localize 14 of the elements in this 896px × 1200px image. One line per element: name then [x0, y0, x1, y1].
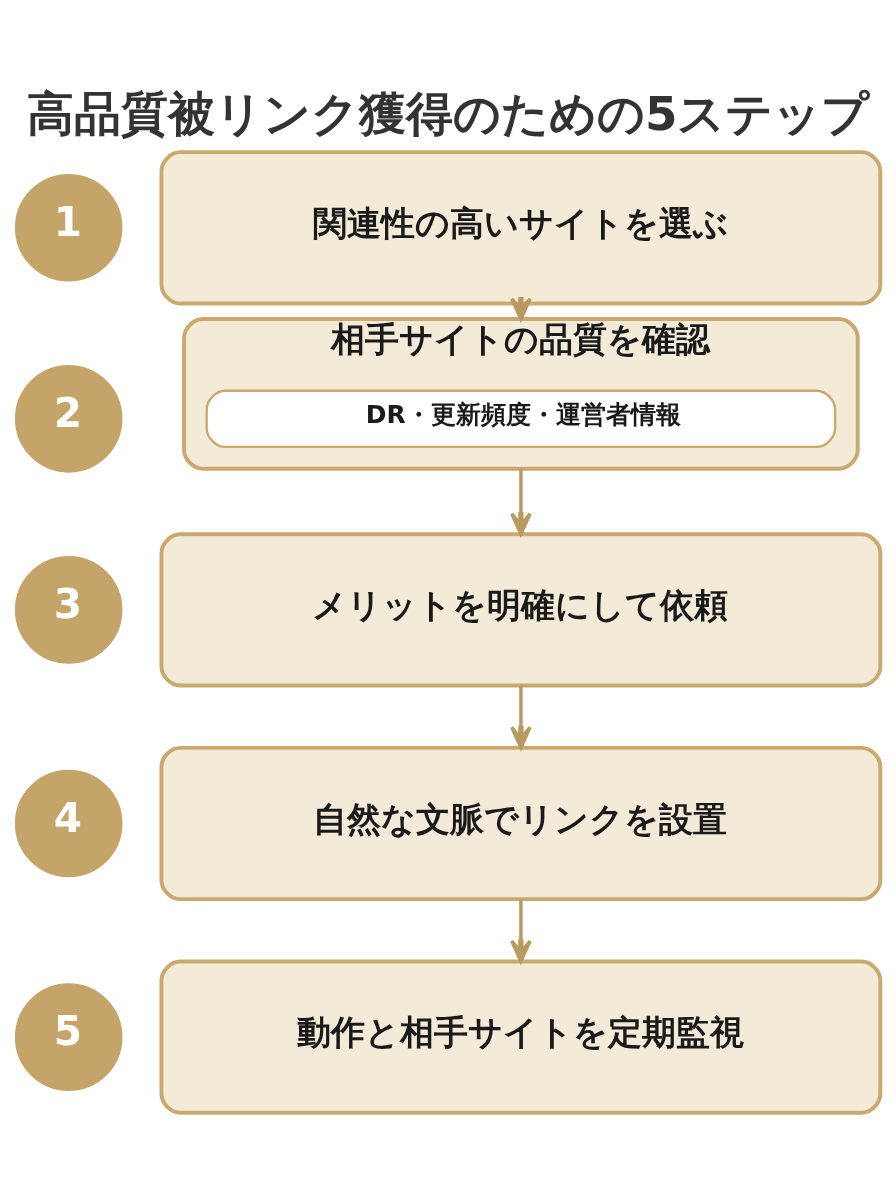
arrow	[510, 898, 532, 963]
node-box: DR・更新頻度・運営者情報	[205, 389, 837, 448]
arrow	[510, 296, 532, 321]
arrow	[510, 685, 532, 749]
arrow	[510, 468, 532, 536]
node-circle: 4	[14, 769, 123, 877]
node-box: 動作と相手サイトを定期監視	[159, 959, 883, 1115]
node-circle: 5	[14, 982, 123, 1091]
node-circle: 1	[14, 173, 123, 282]
node-circle: 3	[14, 555, 123, 664]
node-circle: 2	[14, 364, 123, 473]
diagram-title: 高品質被リンク獲得のための5ステップ	[26, 86, 870, 141]
node-box: 自然な文脈でリンクを設置	[159, 745, 883, 901]
node-box: メリットを明確にして依頼	[159, 531, 883, 687]
